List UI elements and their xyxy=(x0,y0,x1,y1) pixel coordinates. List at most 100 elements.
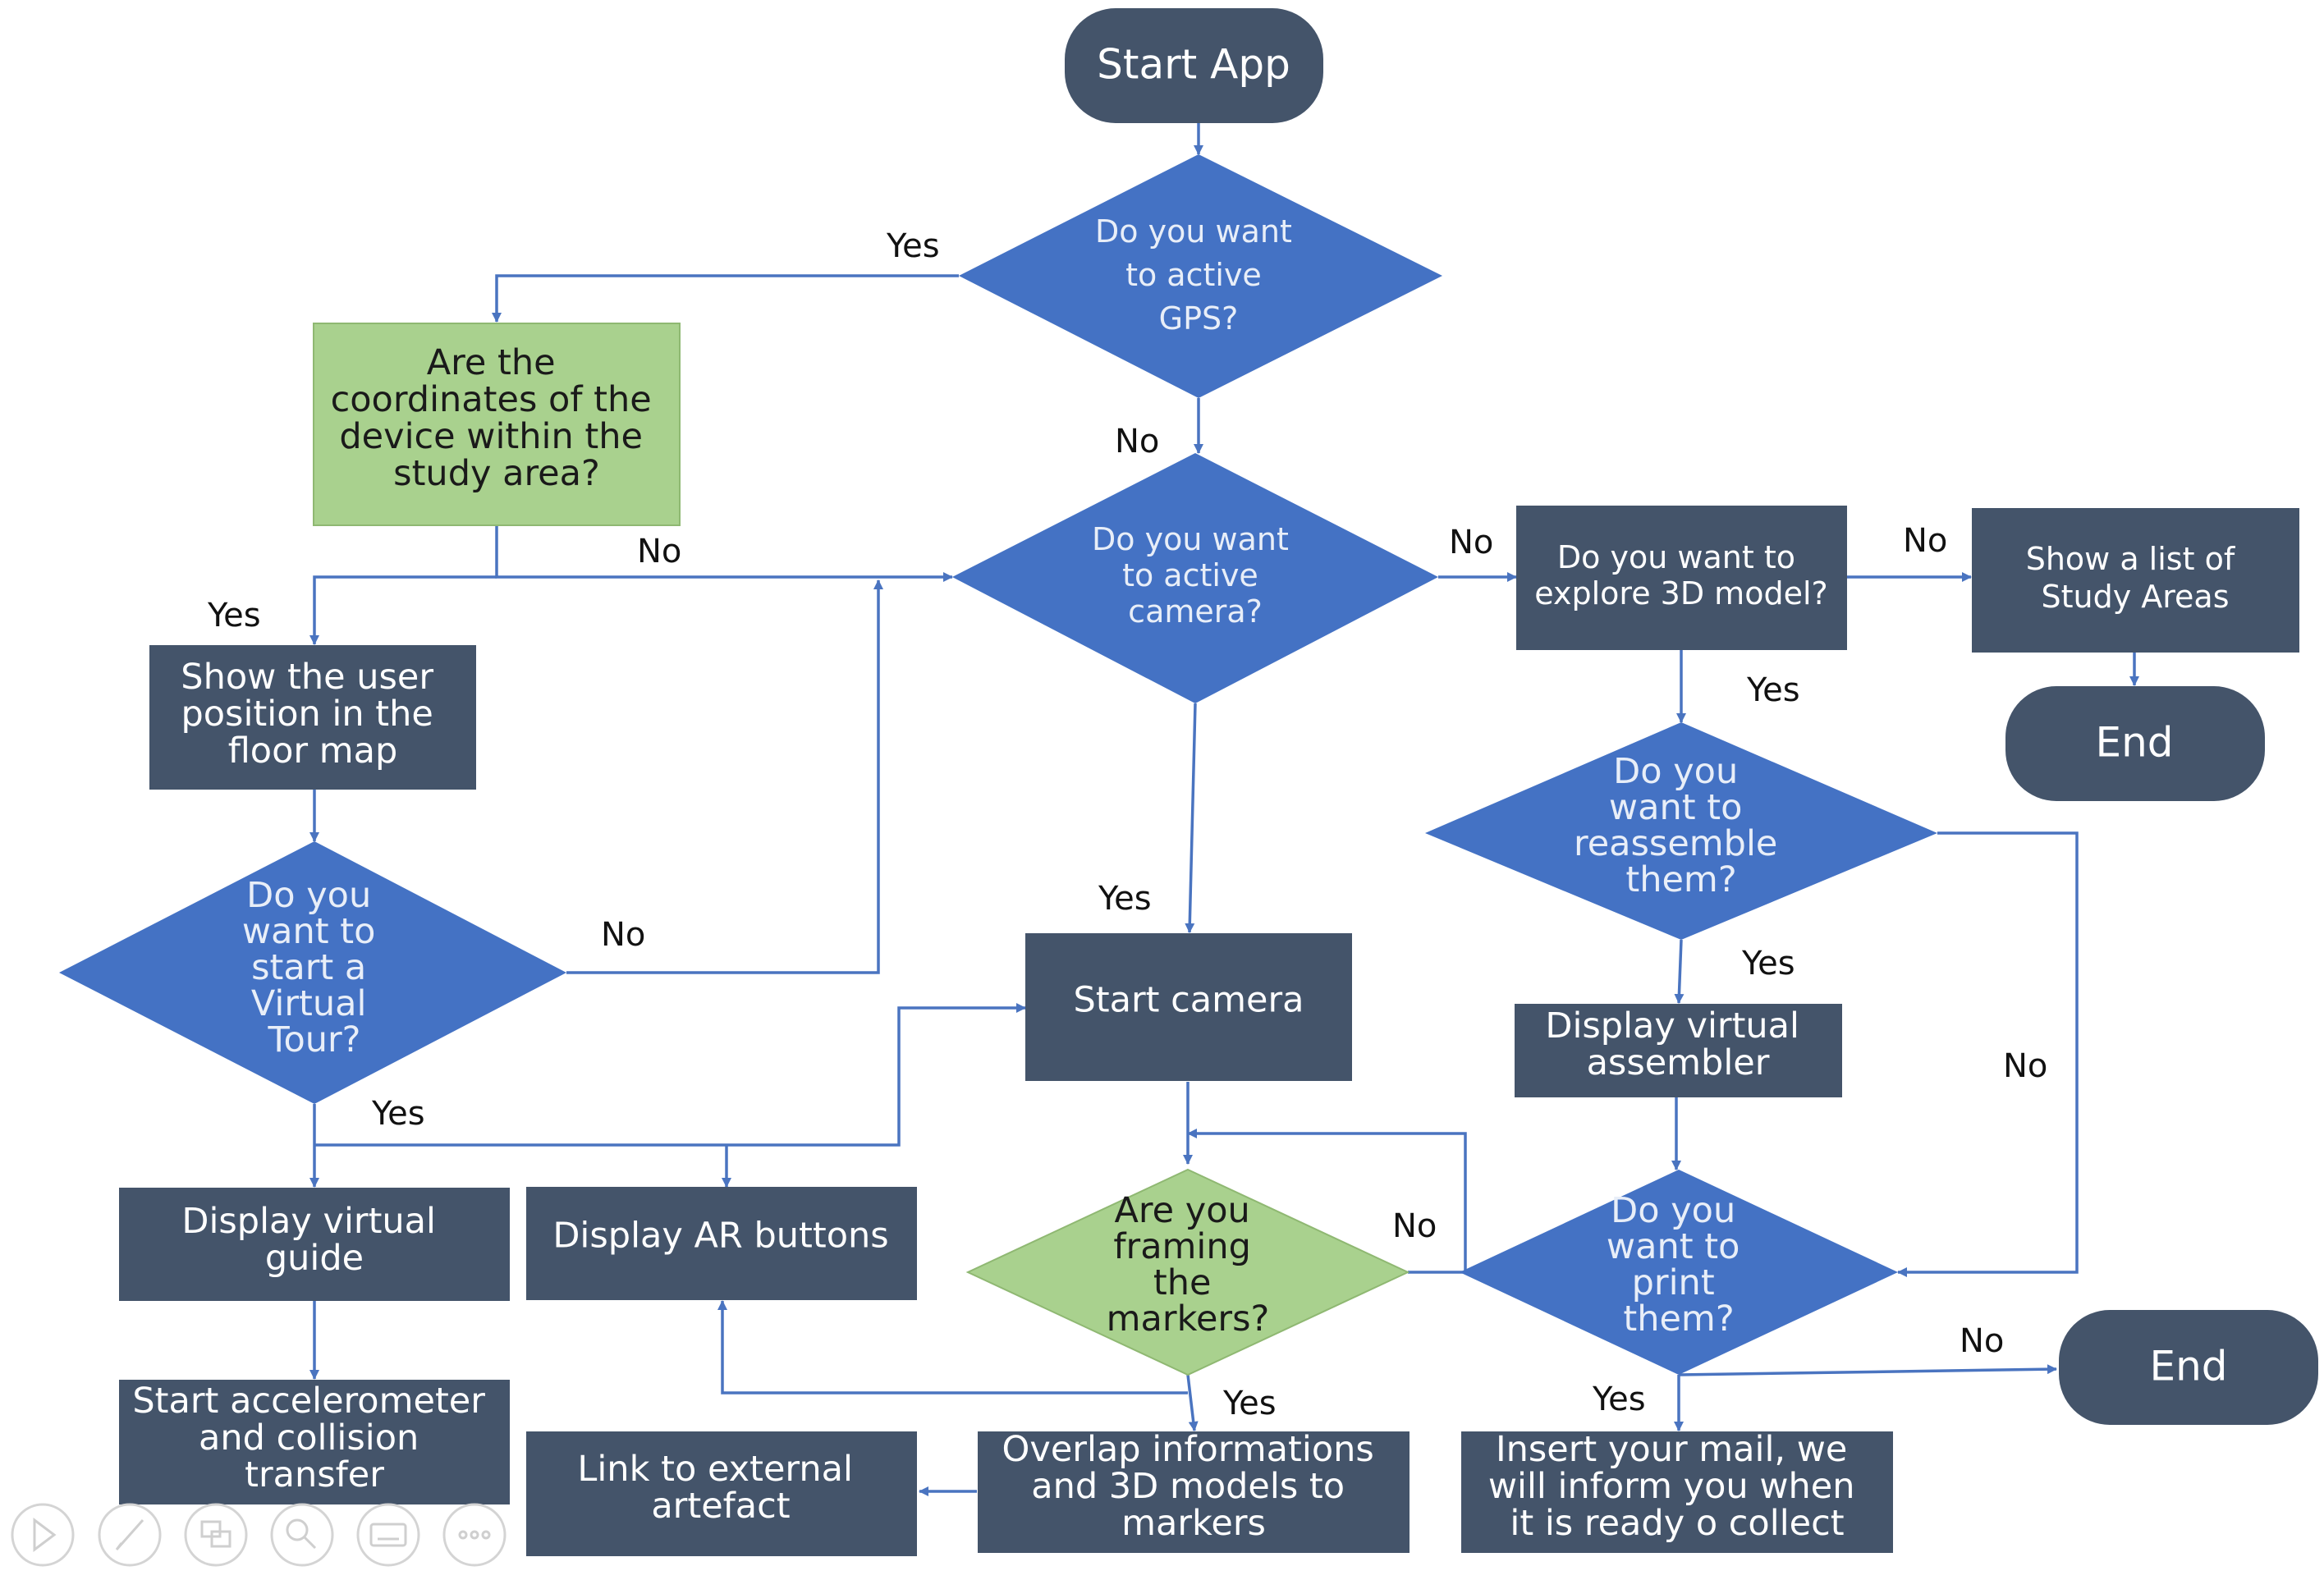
coords-text: Are the coordinates of the device within… xyxy=(331,342,663,494)
label-explore-yes: Yes xyxy=(1746,671,1800,709)
subtitles-icon[interactable] xyxy=(356,1503,420,1567)
virtual-assembler-text: Display virtual assembler xyxy=(1545,1005,1810,1083)
slides-icon[interactable] xyxy=(184,1503,248,1567)
label-reassemble-no: No xyxy=(2003,1047,2047,1085)
accelerometer-text: Start accelerometer and collision transf… xyxy=(132,1381,496,1495)
external-link-line-1: Link to external xyxy=(577,1449,853,1490)
overlap-line-3: markers xyxy=(1121,1503,1266,1544)
reassemble-line-1: Do you xyxy=(1613,751,1738,792)
more-icon[interactable] xyxy=(442,1503,507,1567)
explore3d-process: Do you want to explore 3D model? xyxy=(1516,506,1847,650)
overlap-line-2: and 3D models to xyxy=(1031,1466,1345,1507)
accelerometer-line-3: transfer xyxy=(245,1454,384,1495)
label-coords-yes: Yes xyxy=(207,597,261,634)
study-list-line-1: Show a list of xyxy=(2026,541,2236,577)
reassemble-line-4: them? xyxy=(1625,859,1736,900)
accelerometer-line-2: and collision xyxy=(199,1417,419,1459)
virtual-tour-line-1: Do you xyxy=(246,875,371,916)
accelerometer-line-1: Start accelerometer xyxy=(132,1381,485,1422)
print-line-3: print xyxy=(1632,1262,1715,1303)
virtual-assembler-line-1: Display virtual xyxy=(1545,1005,1799,1046)
end-top-terminator: End xyxy=(2005,686,2265,801)
label-gps-no: No xyxy=(1115,423,1159,460)
end-bottom-label: End xyxy=(2149,1343,2227,1390)
virtual-tour-line-2: want to xyxy=(242,911,375,952)
gps-line-1: Do you want xyxy=(1095,213,1292,250)
overlap-process: Overlap informations and 3D models to ma… xyxy=(978,1429,1410,1553)
coords-line-1: Are the xyxy=(427,342,556,383)
gps-decision: Do you want to active GPS? xyxy=(959,154,1442,398)
label-framing-no: No xyxy=(1392,1207,1437,1245)
coords-line-2: coordinates of the xyxy=(331,379,652,420)
label-explore-no: No xyxy=(1903,522,1947,560)
label-framing-yes: Yes xyxy=(1222,1385,1277,1422)
coords-line-3: device within the xyxy=(339,416,643,457)
mail-process: Insert your mail, we will inform you whe… xyxy=(1461,1429,1893,1553)
presentation-toolbar xyxy=(11,1503,507,1567)
edge-tour-yes-ar xyxy=(314,1003,1026,1147)
label-reassemble-yes: Yes xyxy=(1741,945,1795,982)
explore3d-line-2: explore 3D model? xyxy=(1534,575,1827,611)
gps-line-2: to active xyxy=(1125,257,1262,293)
zoom-icon[interactable] xyxy=(270,1503,334,1567)
camera-decision-text: Do you want to active camera? xyxy=(1092,521,1299,630)
user-position-line-3: floor map xyxy=(228,730,398,772)
study-list-process: Show a list of Study Areas xyxy=(1972,508,2299,653)
print-text: Do you want to print them? xyxy=(1607,1190,1751,1340)
print-line-2: want to xyxy=(1607,1226,1740,1267)
virtual-guide-process: Display virtual guide xyxy=(119,1188,510,1301)
edge-reassemble-no xyxy=(1897,831,2079,1277)
camera-line-2: to active xyxy=(1122,557,1258,593)
camera-decision: Do you want to active camera? xyxy=(952,453,1438,703)
accelerometer-process: Start accelerometer and collision transf… xyxy=(119,1380,510,1504)
coords-process: Are the coordinates of the device within… xyxy=(313,323,681,526)
mail-line-2: will inform you when xyxy=(1488,1466,1855,1507)
label-print-no: No xyxy=(1960,1322,2004,1360)
gps-decision-text: Do you want to active GPS? xyxy=(1095,213,1302,337)
virtual-tour-text: Do you want to start a Virtual Tour? xyxy=(242,875,387,1060)
overlap-text: Overlap informations and 3D models to ma… xyxy=(1002,1429,1386,1544)
edge-reassemble-yes xyxy=(1674,939,1685,1004)
virtual-assembler-process: Display virtual assembler xyxy=(1515,1004,1842,1097)
user-position-text: Show the user position in the floor map xyxy=(181,657,444,772)
pen-icon[interactable] xyxy=(98,1503,162,1567)
virtual-guide-text: Display virtual guide xyxy=(181,1201,447,1279)
nodes: Start App Do you want to active GPS? Are… xyxy=(59,8,2318,1556)
edge-camera-yes xyxy=(1185,703,1197,933)
explore3d-text: Do you want to explore 3D model? xyxy=(1534,539,1827,611)
virtual-guide-line-1: Display virtual xyxy=(181,1201,436,1242)
edge-coords-no xyxy=(495,525,953,582)
edge-gps-yes xyxy=(492,274,959,323)
print-line-4: them? xyxy=(1623,1298,1734,1340)
label-coords-no: No xyxy=(637,533,681,570)
study-list-text: Show a list of Study Areas xyxy=(2026,541,2245,615)
study-list-line-2: Study Areas xyxy=(2041,579,2229,615)
edge-framing-to-ar xyxy=(717,1300,1188,1395)
edge-print-no xyxy=(1678,1364,2057,1376)
play-icon[interactable] xyxy=(11,1503,75,1567)
label-tour-yes: Yes xyxy=(371,1095,425,1133)
edge-labels: Yes No No Yes No No Yes No Yes Yes No Ye… xyxy=(207,227,2047,1422)
start-app-label: Start App xyxy=(1097,41,1290,89)
label-camera-yes: Yes xyxy=(1098,880,1152,918)
edge-framing-no xyxy=(1187,1129,1467,1274)
virtual-tour-decision: Do you want to start a Virtual Tour? xyxy=(59,841,566,1104)
end-top-label: End xyxy=(2095,719,2173,767)
explore3d-line-1: Do you want to xyxy=(1557,539,1795,575)
framing-line-2: framing xyxy=(1113,1226,1251,1267)
label-gps-yes: Yes xyxy=(886,227,940,265)
user-position-line-2: position in the xyxy=(181,694,433,735)
end-bottom-terminator: End xyxy=(2059,1310,2318,1425)
gps-line-3: GPS? xyxy=(1159,300,1239,337)
label-print-yes: Yes xyxy=(1592,1381,1646,1418)
label-camera-no: No xyxy=(1449,524,1493,561)
user-position-line-1: Show the user xyxy=(181,657,433,698)
framing-line-1: Are you xyxy=(1115,1190,1250,1231)
label-tour-no: No xyxy=(601,916,645,954)
mail-line-3: it is ready o collect xyxy=(1510,1503,1844,1544)
mail-text: Insert your mail, we will inform you whe… xyxy=(1488,1429,1866,1544)
camera-line-3: camera? xyxy=(1128,593,1263,630)
overlap-line-1: Overlap informations xyxy=(1002,1429,1374,1470)
